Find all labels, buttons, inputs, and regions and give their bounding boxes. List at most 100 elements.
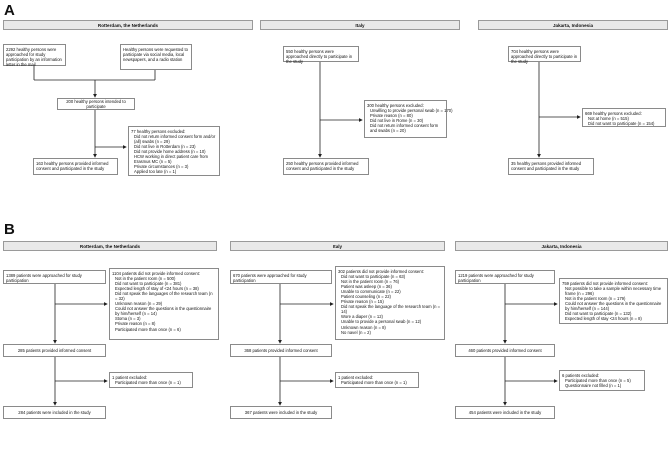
no-consent-reason: Did not speak the languages of the resea…	[115, 290, 213, 301]
rotterdam-a-intended-box: 200 healthy persons intended to particip…	[57, 98, 135, 110]
panel-b-label: B	[4, 221, 15, 238]
no-consent-reason: Did not speak the language of the resear…	[341, 304, 441, 315]
no-consent-reason: Unknown reason (n = 8)	[341, 324, 386, 330]
panel-b-header-jakarta: Jakarta, Indonesia	[455, 241, 668, 251]
italy-b-excluded-box: 1 patient excluded: Participated more th…	[335, 372, 419, 388]
box-text: 284 patients were included in the study	[18, 409, 91, 415]
italy-a-excluded-box: 300 healthy persons excluded: Unwilling …	[364, 100, 453, 138]
excluded-reason: Did not provide home address (n = 10)	[134, 148, 206, 154]
no-consent-reason: Not possible to take a sample within nec…	[565, 285, 662, 296]
no-consent-title: 302 patients did not provide informed co…	[338, 268, 424, 274]
box-text: 200 healthy persons intended to particip…	[66, 98, 126, 109]
no-consent-reason: Patient counseling (n = 22)	[341, 293, 391, 299]
panel-a-label: A	[4, 2, 15, 19]
box-text: 250 healthy persons provided informed co…	[286, 160, 359, 171]
no-consent-reason: Not in the patient room (n = 179)	[565, 295, 626, 301]
italy-a-approach-box: 550 healthy persons were approached dire…	[283, 46, 359, 64]
no-consent-reason: Unable to communicate (n = 22)	[341, 288, 401, 294]
excluded-reason: Private circumstances (n = 3)	[134, 164, 189, 170]
panel-a-header-italy: Italy	[260, 20, 460, 30]
no-consent-reason: Participated more than once (n = 6)	[115, 326, 181, 332]
rotterdam-a-social-approach-box: Healthy persons were requested to partic…	[120, 44, 192, 70]
excluded-reason: Did not want to participate (n = 154)	[588, 120, 655, 126]
jakarta-b-final-box: 454 patients were included in the study	[455, 406, 555, 419]
no-consent-reason: Not in the patient room (n = 500)	[115, 275, 176, 281]
no-consent-reason: Unable to provide a personal swab (n = 1…	[341, 319, 422, 325]
rotterdam-a-excluded-box: 77 healthy persons excluded: Did not ret…	[128, 126, 220, 176]
rotterdam-b-consent-box: 285 patients provided informed consent	[3, 344, 106, 357]
no-consent-reason: Patient was asleep (n = 36)	[341, 283, 392, 289]
no-consent-reason: No navel (n = 2)	[341, 329, 371, 335]
box-text: 704 healthy persons were approached dire…	[511, 48, 578, 64]
box-text: 454 patients were included in the study	[468, 409, 542, 415]
rotterdam-b-excluded-box: 1 patient excluded: Participated more th…	[109, 372, 193, 388]
excluded-reason: Did not return informed consent form and…	[370, 122, 439, 133]
no-consent-title: 1104 patients did not provide informed c…	[112, 270, 200, 276]
excluded-reason: Did not live in Rome (n = 30)	[370, 117, 424, 123]
no-consent-reason: Expected length of stay <24 hours (n = 8…	[565, 316, 642, 322]
italy-a-final-box: 250 healthy persons provided informed co…	[283, 158, 369, 175]
no-consent-reason: Expected length of stay of <24 hours (n …	[115, 285, 199, 291]
italy-b-approach-box: 670 patients were approached for study p…	[230, 270, 332, 284]
excluded-title: 300 healthy persons excluded:	[367, 102, 424, 108]
jakarta-b-excluded-box: 6 patients excluded: Participated more t…	[559, 370, 645, 391]
box-text: 163 healthy persons provided informed co…	[36, 160, 109, 171]
panel-a-header-rotterdam: Rotterdam, the Netherlands	[3, 20, 253, 30]
panel-b-header-italy: Italy	[230, 241, 445, 251]
excluded-title: 77 healthy persons excluded:	[131, 128, 186, 134]
rotterdam-b-approach-box: 1389 patients were approached for study …	[3, 270, 106, 284]
panel-a-header-jakarta: Jakarta, Indonesia	[478, 20, 668, 30]
box-text: 2292 healthy persons were approached for…	[6, 46, 62, 67]
rotterdam-a-final-box: 163 healthy persons provided informed co…	[33, 158, 118, 175]
no-consent-reason: Private reason (n = 8)	[115, 321, 156, 327]
excluded-title: 1 patient excluded:	[112, 374, 148, 380]
jakarta-b-no-consent-box: 759 patients did not provide informed co…	[559, 278, 668, 324]
box-text: 1219 patients were approached for study …	[458, 272, 534, 283]
rotterdam-a-mail-approach-box: 2292 healthy persons were approached for…	[3, 44, 66, 67]
no-consent-reason: Stoma (n = 3)	[115, 316, 141, 322]
no-consent-reason: Not in the patient room (n = 76)	[341, 278, 400, 284]
no-consent-reason: Could not answer the questions in the qu…	[565, 300, 662, 311]
no-consent-reason: Did not want to participate (n = 63)	[341, 273, 406, 279]
box-text: 368 patients provided informed consent	[244, 347, 318, 353]
excluded-title: 669 healthy persons excluded:	[585, 110, 642, 116]
excluded-reason: Unwilling to provide personal swab (n = …	[370, 107, 453, 113]
no-consent-reason: Did not want to participate (n = 381)	[115, 280, 182, 286]
excluded-reason: Did not return informed consent form and…	[134, 133, 216, 144]
excluded-reason: Not at home (n = 515)	[588, 115, 629, 121]
rotterdam-b-final-box: 284 patients were included in the study	[3, 406, 106, 419]
box-text: 285 patients provided informed consent	[17, 347, 92, 353]
jakarta-a-excluded-box: 669 healthy persons excluded: Not at hom…	[582, 108, 666, 127]
no-consent-reason: Private reason (n = 15)	[341, 299, 384, 305]
jakarta-b-approach-box: 1219 patients were approached for study …	[455, 270, 555, 284]
excluded-reason: Participated more than once (n = 5)	[565, 377, 631, 383]
excluded-reason: Did not live in Rotterdam (n = 23)	[134, 143, 196, 149]
excluded-reason: Questionnaire not filled (n = 1)	[565, 382, 622, 388]
no-consent-reason: Did not want to participate (n = 132)	[565, 311, 632, 317]
box-text: 670 patients were approached for study p…	[233, 272, 307, 283]
excluded-reason: Participated more than once (n = 1)	[115, 379, 181, 385]
excluded-reason: Participated more than once (n = 1)	[341, 379, 407, 385]
excluded-reason: Applied too late (n = 1)	[134, 169, 177, 175]
box-text: Healthy persons were requested to partic…	[123, 46, 188, 62]
excluded-reason: HCW working in direct patient care from …	[134, 153, 209, 165]
box-text: 550 healthy persons were approached dire…	[286, 48, 353, 64]
box-text: 367 patients were included in the study	[244, 409, 318, 415]
box-text: 460 patients provided informed consent	[468, 347, 542, 353]
no-consent-reason: Wore a diaper (n = 12)	[341, 314, 383, 320]
no-consent-reason: Unknown reason (n = 29)	[115, 301, 163, 307]
jakarta-a-approach-box: 704 healthy persons were approached dire…	[508, 46, 581, 64]
italy-b-no-consent-box: 302 patients did not provide informed co…	[335, 266, 445, 340]
box-text: 35 healthy persons provided informed con…	[511, 160, 582, 171]
panel-b-header-rotterdam: Rotterdam, the Netherlands	[3, 241, 217, 251]
jakarta-a-final-box: 35 healthy persons provided informed con…	[508, 158, 594, 175]
box-text: 1389 patients were approached for study …	[6, 272, 82, 283]
jakarta-b-consent-box: 460 patients provided informed consent	[455, 344, 555, 357]
excluded-reason: Private reason (n = 80)	[370, 112, 413, 118]
no-consent-title: 759 patients did not provide informed co…	[562, 280, 648, 286]
italy-b-consent-box: 368 patients provided informed consent	[230, 344, 332, 357]
excluded-title: 1 patient excluded:	[338, 374, 374, 380]
rotterdam-b-no-consent-box: 1104 patients did not provide informed c…	[109, 268, 219, 340]
italy-b-final-box: 367 patients were included in the study	[230, 406, 332, 419]
